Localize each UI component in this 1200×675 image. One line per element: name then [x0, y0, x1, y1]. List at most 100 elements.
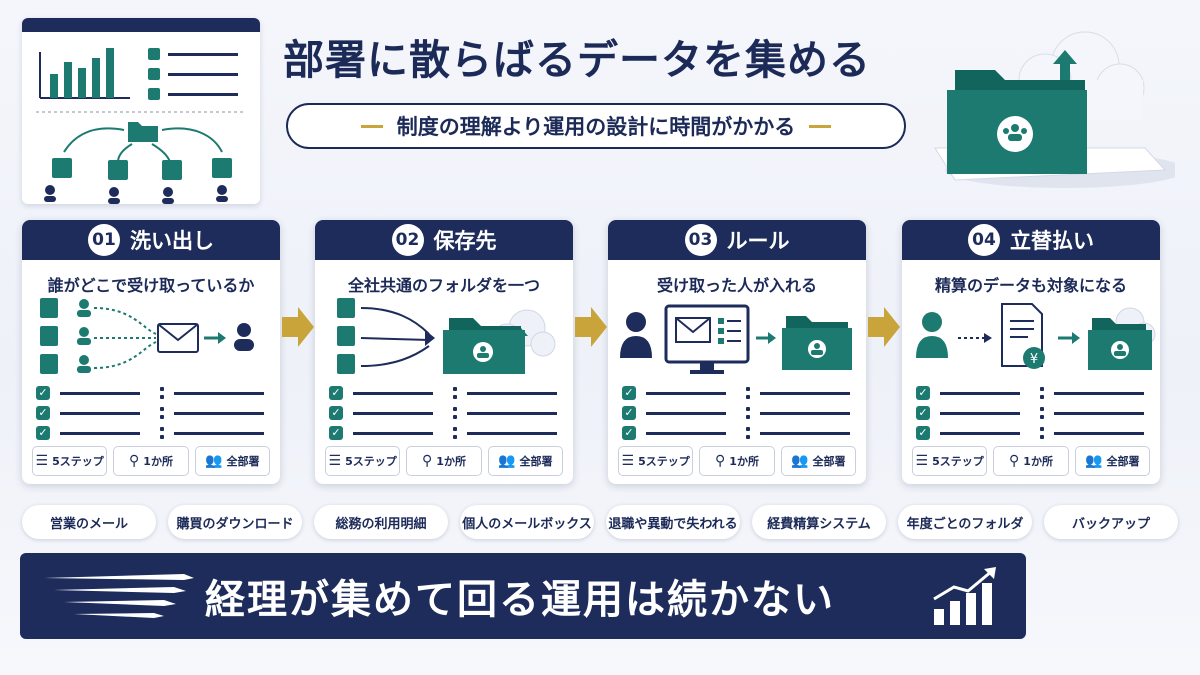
chip-steps: ☰5ステップ — [912, 446, 988, 476]
step-number: 01 — [88, 224, 120, 256]
upload-arrow-icon — [1053, 50, 1077, 80]
checklist: ✓ ✓ ✓ — [36, 384, 268, 444]
tag: 購買のダウンロード — [168, 505, 302, 539]
page-title: 部署に散らばるデータを集める — [283, 36, 871, 84]
person-icons — [44, 185, 228, 204]
group-icon: 👥 — [498, 453, 516, 469]
step-description: 受け取った人が入れる — [656, 276, 817, 295]
step-title: 立替払い — [1010, 229, 1094, 253]
folder-icon — [443, 318, 525, 374]
chip-location: ⚲1か所 — [993, 446, 1069, 476]
person-icon — [620, 312, 652, 358]
steps-icon: ☰ — [915, 453, 929, 469]
building-icons — [337, 298, 355, 374]
chip-departments: 👥全部署 — [780, 446, 856, 476]
dashboard-header-bar — [22, 18, 260, 32]
step-card-03: 03 ルール 受け取った人が入れる ✓ ✓ — [608, 220, 866, 484]
checklist: ✓ ✓ ✓ — [622, 384, 854, 444]
folder-icon — [128, 122, 158, 142]
subtitle-right-dash — [809, 124, 832, 128]
chip-location: ⚲1か所 — [406, 446, 482, 476]
group-icon: 👥 — [791, 453, 809, 469]
group-icon: 👥 — [1085, 453, 1103, 469]
step-arrow-icon — [575, 307, 607, 347]
expense-illustration: ¥ — [916, 303, 1156, 370]
step-chips: ☰5ステップ ⚲1か所 👥全部署 — [325, 446, 563, 476]
steps-icon: ☰ — [621, 453, 635, 469]
person-icon — [916, 312, 948, 358]
tag: 個人のメールボックス — [460, 505, 594, 539]
svg-text:¥: ¥ — [1030, 352, 1038, 367]
tag: 退職や異動で失われる — [606, 505, 740, 539]
speed-lines-icon — [44, 574, 194, 618]
location-pin-icon: ⚲ — [1009, 453, 1020, 469]
step-card-header: 04 立替払い — [902, 220, 1160, 260]
step-card-header: 03 ルール — [608, 220, 866, 260]
chip-departments: 👥全部署 — [1074, 446, 1150, 476]
step-chips: ☰5ステップ ⚲1か所 👥全部署 — [618, 446, 856, 476]
monitor-icon — [664, 304, 750, 374]
step-chips: ☰5ステップ ⚲1か所 👥全部署 — [912, 446, 1150, 476]
folder-icon — [1088, 318, 1152, 370]
location-pin-icon: ⚲ — [129, 453, 140, 469]
collection-illustration — [40, 298, 254, 374]
tag: 経費精算システム — [752, 505, 886, 539]
checklist-icon — [148, 48, 238, 100]
step-number: 04 — [968, 224, 1000, 256]
tag-row: 営業のメール 購買のダウンロード 総務の利用明細 個人のメールボックス 退職や異… — [22, 505, 1178, 539]
building-icons — [40, 298, 58, 374]
dashboard-graphic — [36, 48, 246, 204]
step-title: 保存先 — [433, 229, 497, 253]
checklist: ✓ ✓ ✓ — [329, 384, 561, 444]
step-card-01: 01 洗い出し 誰がどこで受け取っているか — [22, 220, 280, 484]
step-card-04: 04 立替払い 精算のデータも対象になる ¥ — [902, 220, 1160, 484]
subtitle-text: 制度の理解より運用の設計に時間がかかる — [396, 115, 796, 139]
step-chips: ☰5ステップ ⚲1か所 👥全部署 — [32, 446, 270, 476]
arrow-right-icon — [756, 332, 776, 344]
step-title: 洗い出し — [130, 229, 214, 253]
tag: 年度ごとのフォルダ — [898, 505, 1032, 539]
folder-icon — [782, 316, 852, 370]
group-icon — [997, 116, 1033, 152]
bottom-banner — [20, 553, 1026, 639]
chip-location: ⚲1か所 — [699, 446, 775, 476]
tag: 総務の利用明細 — [314, 505, 448, 539]
shared-folder-illustration — [337, 298, 556, 374]
group-icon: 👥 — [205, 453, 223, 469]
step-number: 03 — [684, 224, 717, 256]
person-icon — [234, 323, 254, 351]
building-icons — [52, 158, 232, 180]
envelope-icon — [157, 323, 199, 353]
subtitle-left-dash — [360, 124, 383, 128]
step-arrow-icon — [868, 307, 900, 347]
arrow-right-icon — [1058, 332, 1080, 344]
step-title: ルール — [726, 229, 790, 253]
chip-location: ⚲1か所 — [113, 446, 189, 476]
chip-departments: 👥全部署 — [194, 446, 270, 476]
chip-departments: 👥全部署 — [487, 446, 563, 476]
location-pin-icon: ⚲ — [715, 453, 726, 469]
cloud-folder-illustration — [934, 31, 1175, 188]
location-pin-icon: ⚲ — [422, 453, 433, 469]
chip-steps: ☰5ステップ — [618, 446, 694, 476]
step-description: 誰がどこで受け取っているか — [47, 276, 255, 295]
step-card-header: 02 保存先 — [315, 220, 573, 260]
step-description: 全社共通のフォルダを一つ — [347, 276, 540, 295]
bar-chart-icon — [39, 48, 130, 99]
steps-icon: ☰ — [35, 453, 49, 469]
checklist: ✓ ✓ ✓ — [916, 384, 1148, 444]
step-arrow-icon — [282, 307, 314, 347]
step-card-02: 02 保存先 全社共通のフォルダを一つ ✓ ✓ — [315, 220, 573, 484]
chip-steps: ☰5ステップ — [325, 446, 401, 476]
tag: 営業のメール — [22, 505, 156, 539]
step-description: 精算のデータも対象になる — [934, 276, 1127, 295]
dashboard-illustration — [22, 18, 260, 204]
person-icons — [77, 299, 91, 373]
banner-message: 経理が集めて回る運用は続かない — [205, 577, 835, 623]
step-number: 02 — [391, 224, 424, 256]
chip-steps: ☰5ステップ — [32, 446, 108, 476]
steps-icon: ☰ — [328, 453, 342, 469]
rule-illustration — [620, 304, 852, 374]
growth-chart-icon — [933, 567, 996, 625]
subtitle-pill: 制度の理解より運用の設計に時間がかかる — [286, 103, 906, 149]
